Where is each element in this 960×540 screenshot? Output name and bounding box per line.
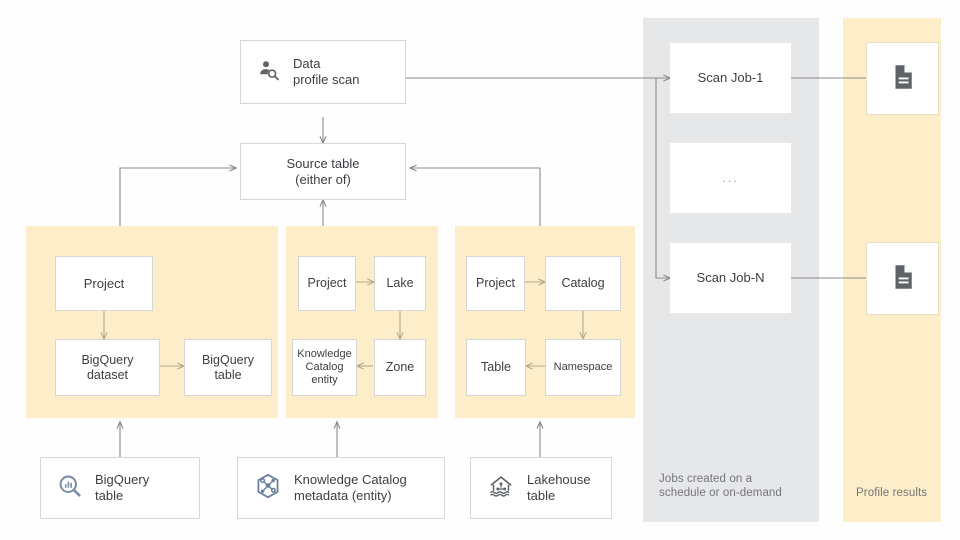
node-profile-result-1[interactable] <box>866 42 939 115</box>
node-scan-job-1[interactable]: Scan Job-1 <box>670 43 791 113</box>
document-icon <box>888 62 918 96</box>
node-scan-job-n[interactable]: Scan Job-N <box>670 243 791 313</box>
node-dx-lake[interactable]: Lake <box>374 256 426 311</box>
node-label: Scan Job-N <box>696 270 765 285</box>
kcsource-line2: metadata (entity) <box>294 488 392 503</box>
jobs-panel-caption: Jobs created on a schedule or on-demand <box>659 472 814 500</box>
results-panel-caption: Profile results <box>856 486 948 500</box>
node-label: Catalog <box>561 276 605 290</box>
lakehouse-icon <box>487 472 515 504</box>
node-lh-catalog[interactable]: Catalog <box>545 256 621 311</box>
edge-lakehouse-to-source <box>408 164 541 226</box>
node-label: Project <box>83 275 125 291</box>
node-source-table[interactable]: Source table(either of) <box>240 143 406 200</box>
node-label: Project <box>476 276 515 290</box>
kcsource-line1: Knowledge Catalog <box>294 472 407 487</box>
bqsource-line1: BigQuery <box>95 472 150 487</box>
jobs-caption-line1: Jobs created on a <box>659 473 753 485</box>
node-label: Namespace <box>553 361 613 373</box>
bqdataset-line2: dataset <box>86 367 128 382</box>
bqdataset-line1: BigQuery <box>81 352 134 367</box>
bigquery-icon <box>57 473 83 503</box>
kcentity-line1: Knowledge <box>297 348 352 360</box>
lhsource-line2: table <box>527 488 556 503</box>
node-lh-namespace[interactable]: Namespace <box>545 339 621 396</box>
node-label: Scan Job-1 <box>697 70 764 85</box>
knowledge-catalog-icon <box>254 472 282 504</box>
node-dx-zone[interactable]: Zone <box>374 339 426 396</box>
person-search-icon <box>257 58 281 86</box>
kcentity-line3: entity <box>311 374 338 386</box>
lhsource-line1: Lakehouse <box>527 472 591 487</box>
document-icon <box>888 262 918 296</box>
node-lh-project[interactable]: Project <box>466 256 525 311</box>
node-label: Table <box>481 360 511 374</box>
source-label-line1: Source table <box>286 155 360 171</box>
node-lh-table[interactable]: Table <box>466 339 526 396</box>
node-label: Source table(either of) <box>285 156 362 188</box>
jobs-caption-line2: schedule or on-demand <box>659 487 782 499</box>
node-label: ... <box>722 170 739 185</box>
node-dx-project[interactable]: Project <box>298 256 356 311</box>
bqsource-line2: table <box>95 488 124 503</box>
node-label: Project <box>307 276 347 290</box>
node-label: Zone <box>385 360 415 374</box>
scan-label-line1: Data <box>293 56 321 71</box>
source-label-line2: (either of) <box>295 171 351 187</box>
bqtable-line2: table <box>214 367 242 382</box>
bqtable-line1: BigQuery <box>201 352 255 367</box>
node-label: Lake <box>386 276 414 290</box>
edge-bigquery-to-source <box>119 164 238 226</box>
node-bq-project[interactable]: Project <box>55 256 153 311</box>
node-scan-job-ellipsis: ... <box>670 143 791 213</box>
scan-label-line2: profile scan <box>293 72 360 87</box>
node-profile-result-2[interactable] <box>866 242 939 315</box>
kcentity-line2: Catalog <box>305 361 344 373</box>
results-caption: Profile results <box>856 487 928 499</box>
